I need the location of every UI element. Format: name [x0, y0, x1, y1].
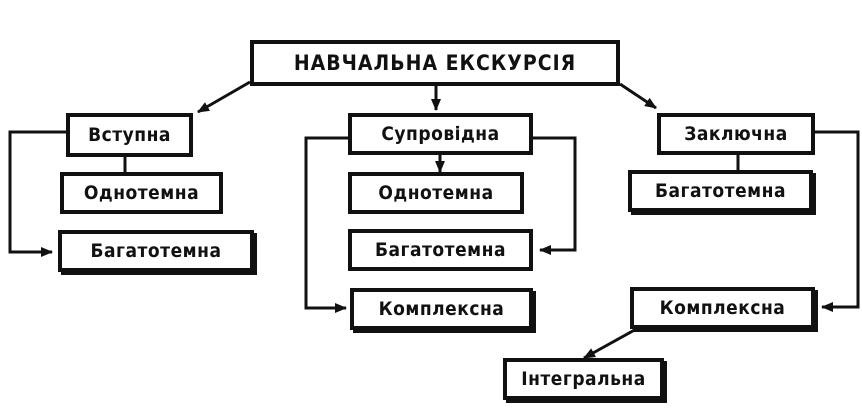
bracket-accompanying-left	[304, 136, 348, 313]
final-label: Заключна	[684, 123, 788, 145]
accompanying-multitheme-box: Багатотемна	[348, 229, 533, 271]
accompanying-label: Супровідна	[381, 123, 500, 145]
root-label: НАВЧАЛЬНА ЕКСКУРСІЯ	[293, 51, 577, 75]
root-box: НАВЧАЛЬНА ЕКСКУРСІЯ	[250, 40, 620, 86]
final-box: Заключна	[657, 113, 815, 155]
accompanying-complex-label: Комплексна	[378, 298, 505, 320]
bracket-accompanying-right	[533, 136, 577, 255]
arrow-complex-to-integral	[583, 325, 641, 360]
final-multitheme-box: Багатотемна	[628, 170, 813, 212]
intro-onetheme-box: Однотемна	[60, 172, 223, 214]
intro-box: Вступна	[66, 113, 193, 157]
accompanying-box: Супровідна	[348, 113, 533, 155]
final-complex-box: Комплексна	[630, 287, 815, 329]
arrow-root-to-intro	[197, 80, 251, 114]
final-complex-label: Комплексна	[659, 297, 786, 319]
intro-label: Вступна	[88, 124, 171, 146]
accompanying-onetheme-box: Однотемна	[348, 172, 524, 214]
accompanying-onetheme-label: Однотемна	[378, 182, 494, 204]
bracket-intro-to-multitheme	[8, 130, 66, 257]
bracket-final-right	[815, 130, 860, 312]
intro-multitheme-box: Багатотемна	[58, 230, 254, 272]
accompanying-multitheme-label: Багатотемна	[375, 239, 506, 261]
final-integral-label: Інтегральна	[521, 368, 646, 390]
final-multitheme-label: Багатотемна	[655, 180, 786, 202]
intro-onetheme-label: Однотемна	[83, 182, 200, 204]
final-integral-box: Інтегральна	[503, 358, 664, 400]
accompanying-complex-box: Комплексна	[350, 288, 533, 330]
intro-multitheme-label: Багатотемна	[90, 240, 222, 262]
arrow-root-to-final	[619, 82, 657, 110]
